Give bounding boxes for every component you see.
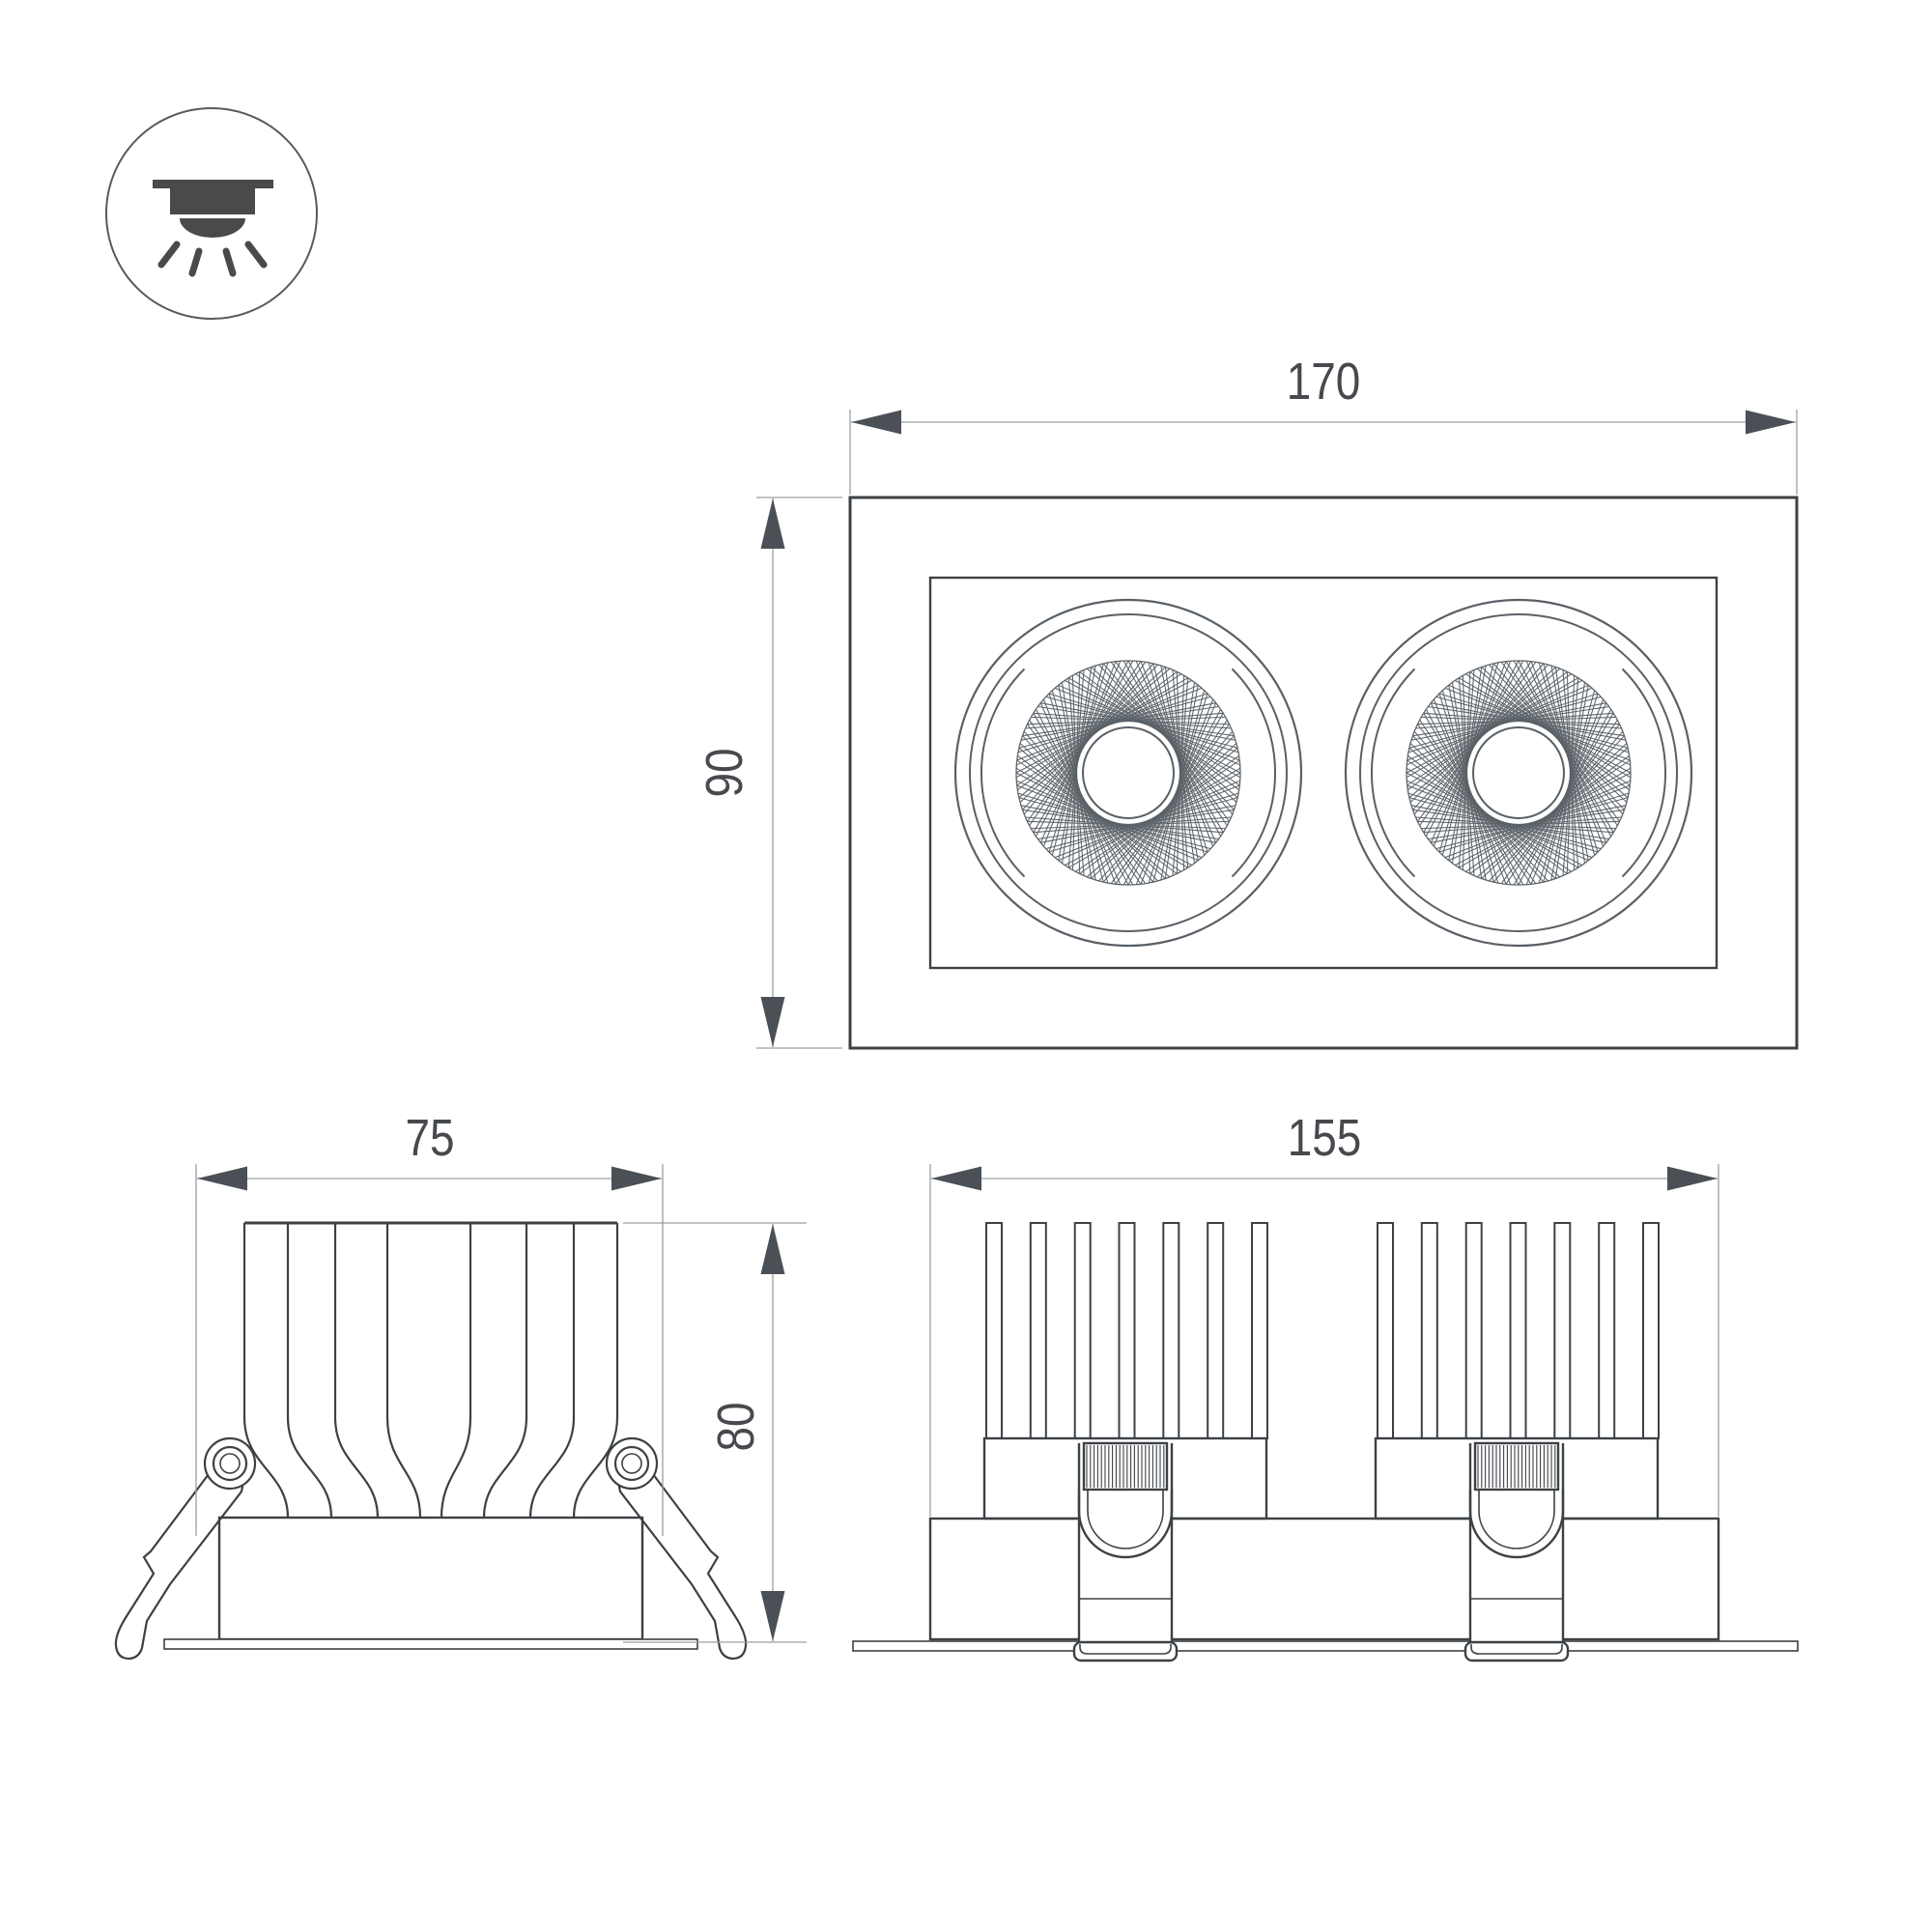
bottom-trim-flange	[852, 1640, 1799, 1652]
side-trim-flange	[163, 1638, 698, 1650]
front-inner-frame	[928, 576, 1719, 970]
icon-lamp-body	[170, 188, 255, 214]
latch-clip-right	[1463, 1441, 1570, 1662]
dim-label-side-width: 75	[405, 1109, 454, 1167]
arrow	[1667, 1166, 1718, 1191]
clip-rib-hatching	[1086, 1445, 1165, 1488]
lamp-gimbal-arc-right	[1231, 668, 1277, 878]
heatsink-fins-side	[242, 1223, 619, 1519]
clip-strap-outer	[1077, 1490, 1174, 1559]
lamp-gimbal-arc-left	[980, 668, 1026, 878]
clip-foot	[1072, 1640, 1179, 1662]
arrow	[197, 1166, 247, 1191]
icon-ceiling-bar	[153, 180, 273, 188]
led-center-inner-ring	[1082, 726, 1175, 819]
arrow	[931, 1166, 981, 1191]
dim-label-side-height: 80	[707, 1402, 765, 1451]
dim-label-bottom-width: 155	[1288, 1109, 1362, 1167]
front-outer-frame	[848, 496, 1799, 1050]
dimension-side-height: 80	[623, 1222, 807, 1643]
spring-clip-left	[114, 1436, 257, 1661]
lamp-left	[953, 598, 1303, 948]
arrow	[760, 498, 785, 549]
latch-clip-left	[1072, 1441, 1179, 1662]
bottom-view	[852, 1222, 1799, 1662]
dimension-bottom-width: 155	[929, 1109, 1719, 1517]
heatsink-fins-module-left	[985, 1222, 1268, 1439]
reflector-outer-edge	[1015, 660, 1241, 886]
lamp-outer-ring	[953, 598, 1303, 948]
bottom-base	[928, 1517, 1720, 1641]
clip-arm	[114, 1472, 245, 1661]
icon-light-rays	[157, 241, 268, 277]
lamp-bezel-ring	[969, 613, 1288, 932]
front-view	[848, 496, 1799, 1050]
side-view	[114, 1221, 748, 1661]
dim-label-front-width: 170	[1287, 353, 1361, 411]
dimension-front-height: 90	[696, 497, 842, 1049]
heatsink-fins-module-right	[1377, 1222, 1660, 1439]
arrow	[760, 997, 785, 1047]
clip-ribbed-block	[1082, 1441, 1169, 1492]
arrow	[851, 410, 901, 435]
dim-label-front-height: 90	[696, 748, 753, 797]
clip-strap-inner	[1087, 1490, 1164, 1549]
recessed-downlight-icon	[105, 107, 318, 320]
lamp-right	[1344, 598, 1693, 948]
reflector-mesh-pattern	[1015, 660, 1241, 886]
side-body	[217, 1516, 644, 1641]
arrow	[760, 1591, 785, 1641]
led-center-ring	[1074, 719, 1182, 827]
clip-foot-inner-line	[1079, 1644, 1172, 1655]
spring-clip-right	[605, 1436, 748, 1661]
arrow	[760, 1224, 785, 1274]
dimension-front-width: 170	[849, 353, 1798, 495]
clip-pivot-inner	[219, 1453, 241, 1474]
arrow	[1746, 410, 1796, 435]
icon-lamp-dome	[180, 218, 245, 238]
arrow	[611, 1166, 662, 1191]
dimension-side-width: 75	[195, 1109, 664, 1536]
